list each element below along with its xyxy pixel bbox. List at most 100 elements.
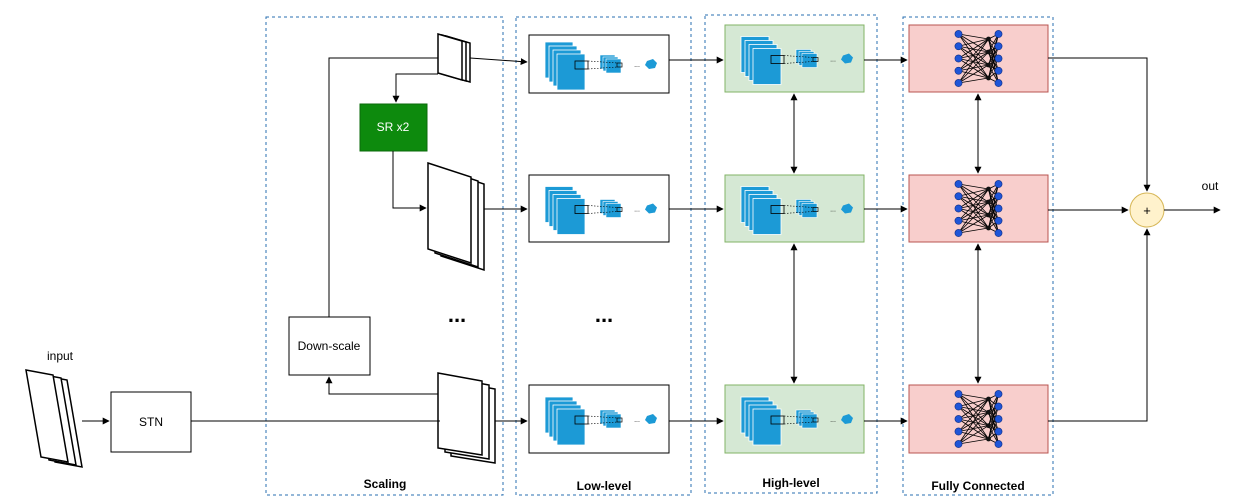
high-level-block-middle: ... <box>724 174 865 243</box>
feature-map-small <box>801 203 818 218</box>
fc-node <box>954 180 963 188</box>
sum-label: + <box>1143 203 1151 218</box>
fc-edge <box>988 183 999 216</box>
cnn-ellipsis: ... <box>830 207 836 214</box>
medium-scale-stack <box>427 161 485 272</box>
fc-node <box>994 427 1003 436</box>
fc-node <box>994 30 1003 38</box>
cnn-ellipsis: ... <box>634 62 640 69</box>
fc-edge <box>988 33 999 66</box>
fc-edge <box>958 64 989 84</box>
fc-hidden-node <box>986 423 991 429</box>
fc-edge <box>988 46 999 79</box>
downscale-label: Down-scale <box>298 339 361 353</box>
projection-line <box>587 211 618 214</box>
fc-hidden-node <box>986 49 991 55</box>
kernel-window <box>770 415 785 425</box>
fc-edge <box>958 393 989 413</box>
kernel-window <box>574 415 589 425</box>
fc-edge <box>958 393 989 426</box>
kernel-window-small <box>616 417 623 423</box>
fc-edge <box>958 188 989 197</box>
fc-block-bottom <box>908 384 1049 454</box>
fc-node <box>954 415 963 423</box>
fc-hidden-node <box>986 396 991 402</box>
fc-hidden-node <box>986 409 991 415</box>
scaling-label: Scaling <box>364 477 407 491</box>
connectors <box>82 56 1221 425</box>
fc-node <box>954 427 963 436</box>
low-level-group <box>515 16 692 496</box>
low-level-label: Low-level <box>577 479 632 493</box>
feature-map-small <box>605 203 622 218</box>
fc-edge <box>958 418 989 440</box>
fc-node <box>994 66 1003 75</box>
fc-node <box>954 79 963 87</box>
projection-line <box>783 415 814 419</box>
fc-block-top <box>908 24 1049 93</box>
fc-hidden-node <box>986 436 991 442</box>
output-label: out <box>1202 179 1219 193</box>
fc-edge <box>958 393 989 400</box>
original-scale-stack <box>437 372 496 464</box>
projection-line <box>587 60 618 64</box>
fc-node <box>994 180 1003 188</box>
stn-label: STN <box>139 415 163 429</box>
small-scale-stack <box>437 33 471 83</box>
fc-node <box>994 204 1003 213</box>
downscale-box <box>288 316 371 376</box>
fc-edge <box>958 406 989 427</box>
projection-line <box>587 421 618 425</box>
output-feature <box>841 203 853 214</box>
scaling-ellipsis: ... <box>448 302 466 327</box>
cnn-ellipsis: ... <box>634 417 640 424</box>
fully-connected-label: Fully Connected <box>931 479 1024 493</box>
fc-hidden-node <box>986 36 991 42</box>
fc-edge <box>958 398 989 445</box>
fc-node <box>954 216 963 225</box>
fc-edge <box>988 393 999 426</box>
projection-line <box>783 421 814 425</box>
fc-edge <box>958 398 989 407</box>
fc-node <box>954 440 963 448</box>
group-frames <box>265 14 1054 496</box>
feature-map <box>556 53 586 91</box>
fc-block-middle <box>908 174 1049 243</box>
high-level-block-top: ... <box>724 24 865 93</box>
projection-line <box>587 205 618 208</box>
projection-line <box>783 211 814 214</box>
fc-edge <box>958 425 989 445</box>
fc-hidden-node <box>986 186 991 192</box>
feature-map-small <box>801 53 818 68</box>
input-stack <box>25 369 83 468</box>
fc-node <box>954 229 963 237</box>
feature-map-small <box>605 413 622 429</box>
fc-edge <box>958 183 989 190</box>
kernel-window <box>770 55 785 64</box>
fc-node <box>994 390 1003 398</box>
fc-edge <box>958 214 989 234</box>
projection-line <box>783 61 814 64</box>
cnn-ellipsis: ... <box>634 207 640 214</box>
fc-hidden-node <box>986 199 991 205</box>
fc-edge <box>958 38 989 59</box>
projection-line <box>783 205 814 208</box>
fc-edge <box>988 393 999 440</box>
output-feature <box>841 414 853 424</box>
low-level-block-middle: ... <box>528 174 670 243</box>
feature-map <box>752 198 782 235</box>
fc-node <box>994 79 1003 87</box>
fc-node <box>994 402 1003 411</box>
fc-edge <box>958 227 989 234</box>
feature-map-small <box>605 58 622 74</box>
fc-edge <box>958 51 989 84</box>
fc-node <box>954 42 963 51</box>
output-feature <box>645 414 657 424</box>
kernel-window-small <box>812 207 819 212</box>
fc-node <box>954 402 963 411</box>
high-level-block-bottom: ... <box>724 384 865 454</box>
output-feature <box>645 203 657 214</box>
fc-node <box>994 42 1003 51</box>
kernel-window-small <box>812 57 819 62</box>
